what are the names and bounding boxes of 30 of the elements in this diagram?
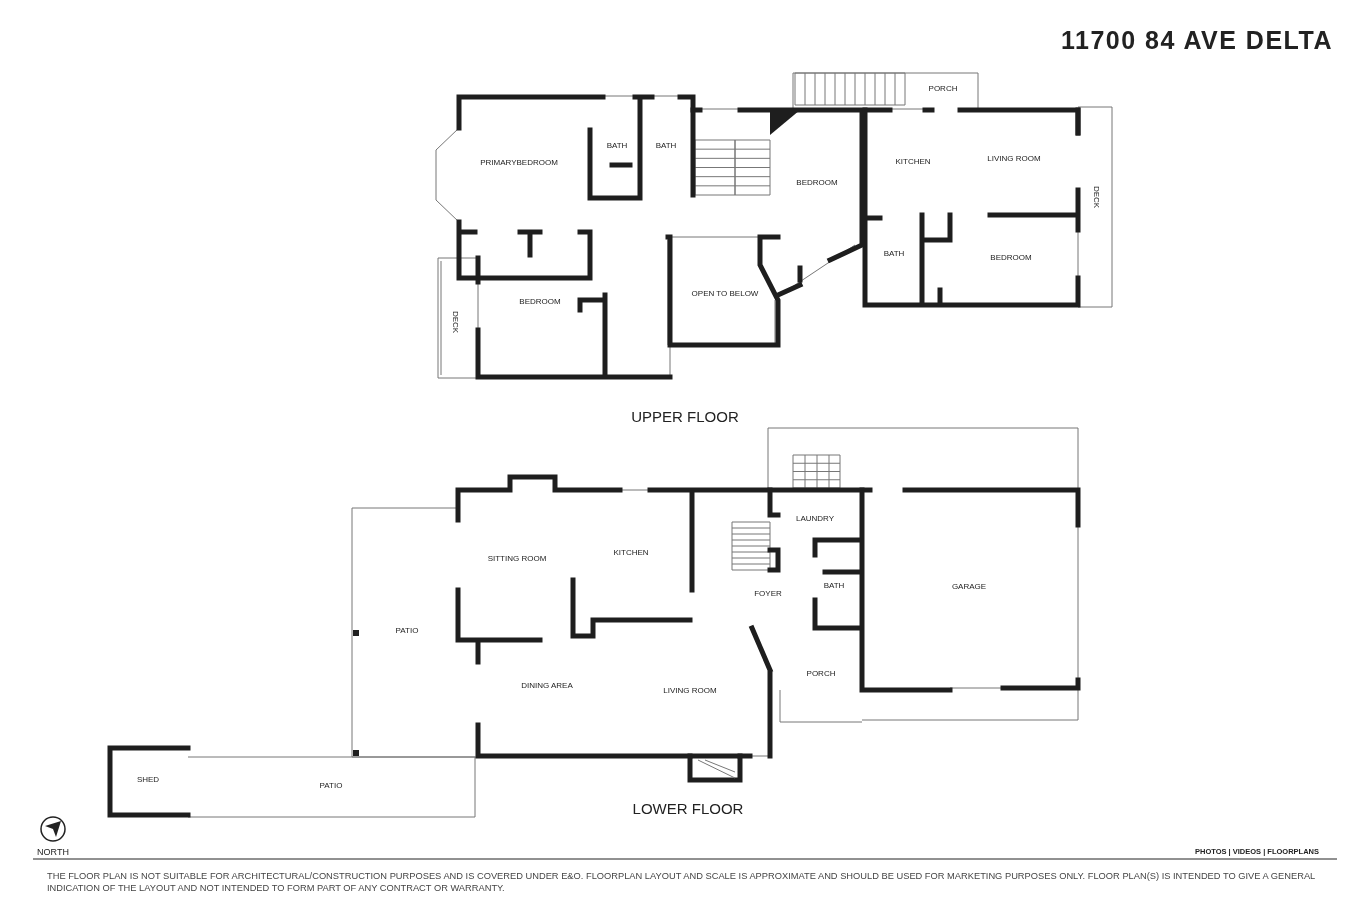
room-label: BEDROOM: [519, 298, 561, 306]
room-label: PORCH: [928, 85, 958, 93]
room-label: BEDROOM: [796, 179, 838, 187]
room-label: PATIO: [319, 782, 343, 790]
room-label: KITCHEN: [613, 549, 649, 557]
room-label: BEDROOM: [990, 254, 1032, 262]
room-label: SHED: [136, 776, 160, 784]
room-label: LIVING ROOM: [987, 155, 1041, 163]
north-label: NORTH: [37, 847, 69, 857]
room-label: GARAGE: [951, 583, 987, 591]
room-label: OPEN TO BELOW: [691, 290, 759, 298]
room-label: SITTING ROOM: [487, 555, 547, 563]
room-label: PATIO: [395, 627, 419, 635]
room-label: PRIMARYBEDROOM: [480, 159, 558, 167]
room-label: LIVING ROOM: [663, 687, 717, 695]
title: 11700 84 AVE DELTA: [1060, 28, 1333, 53]
room-label: BATH: [655, 142, 677, 150]
floor-title: UPPER FLOOR: [631, 408, 739, 424]
room-label: BATH: [883, 250, 905, 258]
disclaimer-note: THE FLOOR PLAN IS NOT SUITABLE FOR ARCHITECTURAL/CONSTRUCTION PURPOSES AND IS COVERED UNDER E&O. FLOORPLAN LAYOUT AND SCALE IS APPROXIMATE AND SHOULD BE USED FOR MARKETING PURPOSES ONLY. FLOOR PLAN(S) IS INTENDED TO GIVE A GENERAL INDICATION OF THE LAYOUT AND NOT INTENDED TO FORM PART OF ANY CONTRACT OR WARRANTY.: [47, 870, 1316, 895]
room-label: KITCHEN: [895, 158, 931, 166]
room-label: BATH: [606, 142, 628, 150]
floor-title: LOWER FLOOR: [632, 800, 744, 816]
room-label: BATH: [823, 582, 845, 590]
room-label: DECK: [451, 310, 459, 334]
room-label: PORCH: [806, 670, 836, 678]
room-label: LAUNDRY: [795, 515, 835, 523]
room-label: DINING AREA: [521, 682, 573, 690]
room-label: FOYER: [754, 590, 782, 598]
room-label: DECK: [1092, 185, 1100, 209]
